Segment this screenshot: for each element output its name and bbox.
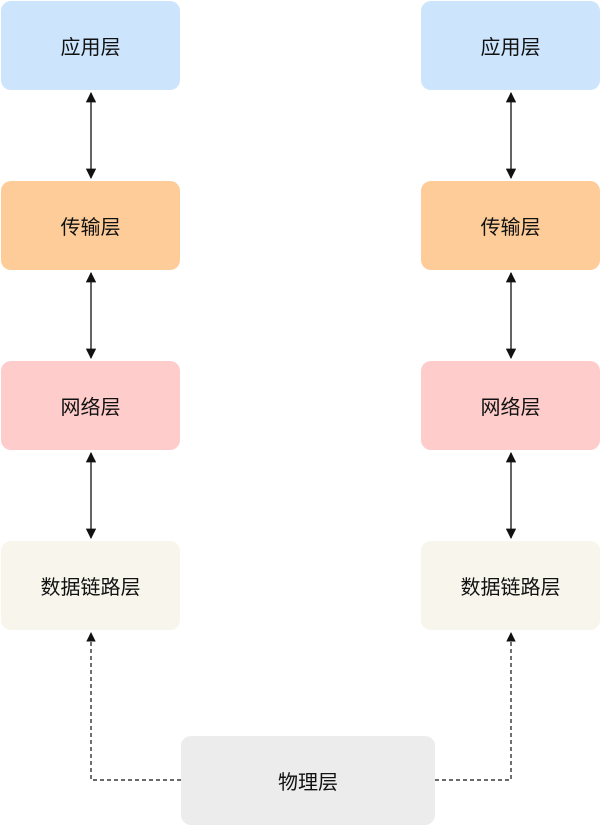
left-network-layer-box: 网络层 (1, 361, 180, 450)
right-data-link-layer-label: 数据链路层 (460, 575, 561, 599)
physical-layer-box: 物理层 (181, 736, 435, 825)
physical-to-right-datalink-dashed-arrow (435, 632, 516, 781)
physical-layer-label: 物理层 (278, 770, 338, 794)
right-network-layer-box: 网络层 (421, 361, 600, 450)
right-network-layer-label: 网络层 (480, 395, 541, 419)
right-transport-layer-box: 传输层 (421, 181, 600, 270)
left-data-link-layer-label: 数据链路层 (40, 575, 141, 599)
right-data-link-layer-box: 数据链路层 (421, 541, 600, 630)
left-transport-layer-label: 传输层 (60, 215, 121, 239)
right-application-layer-box: 应用层 (421, 1, 600, 90)
left-data-link-layer-box: 数据链路层 (1, 541, 180, 630)
right-transport-layer-label: 传输层 (480, 215, 541, 239)
left-transport-layer-box: 传输层 (1, 181, 180, 270)
left-network-layer-label: 网络层 (60, 395, 121, 419)
left-application-layer-box: 应用层 (1, 1, 180, 90)
physical-to-left-datalink-dashed-arrow (86, 632, 181, 781)
left-application-layer-label: 应用层 (60, 35, 121, 59)
right-application-layer-label: 应用层 (480, 35, 541, 59)
